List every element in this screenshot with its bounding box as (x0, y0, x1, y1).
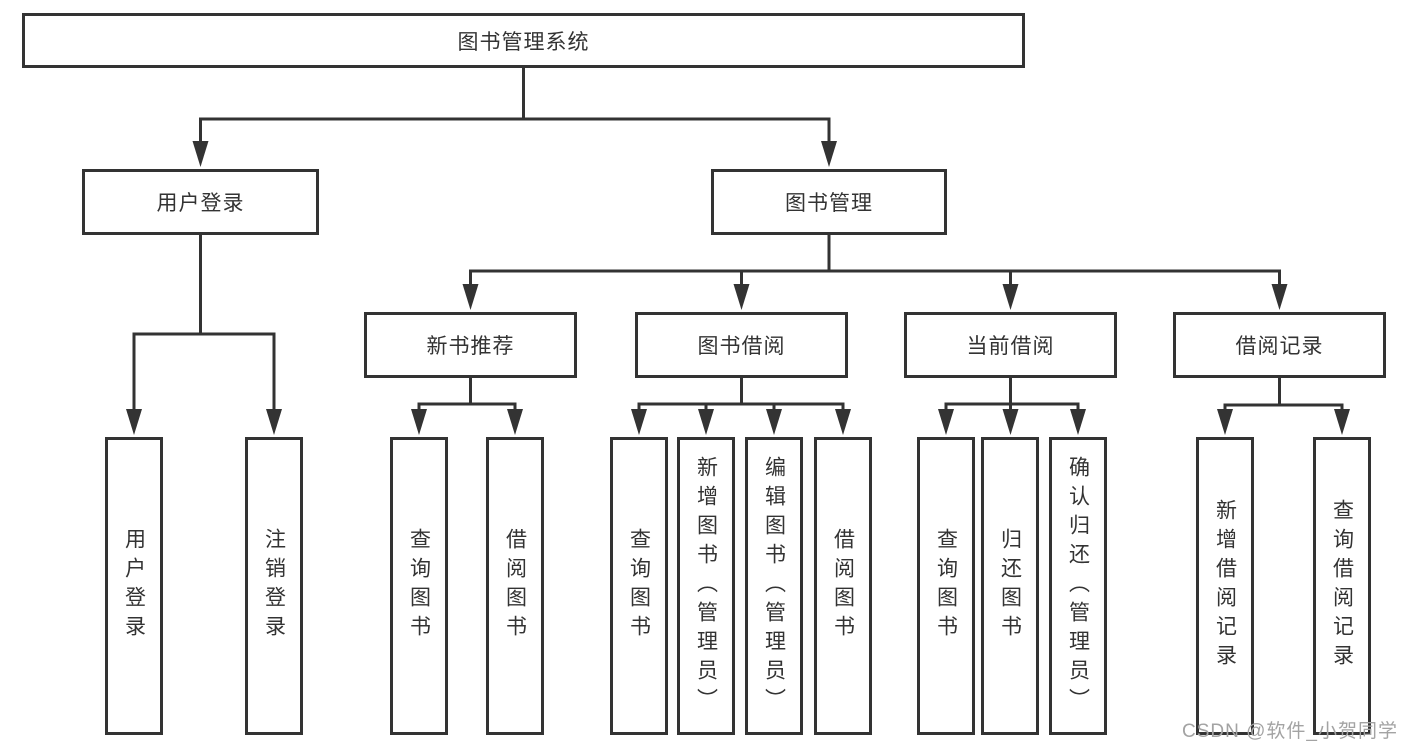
node-label: 图书借阅 (697, 335, 786, 358)
arrowhead (1070, 409, 1086, 435)
arrowhead (821, 141, 837, 167)
node-label: 查询图书 (934, 528, 958, 644)
node-leaf-query-book-current: 查询图书 (917, 437, 975, 735)
arrowhead (266, 409, 282, 435)
connector-book-borrow-group (637, 378, 845, 413)
node-label: 用户登录 (156, 192, 245, 215)
node-label: 注销登录 (262, 528, 286, 644)
arrowhead (1334, 409, 1350, 435)
node-new-book-recommend: 新书推荐 (364, 312, 577, 378)
node-label: 当前借阅 (966, 335, 1055, 358)
node-label: 确认归还（管理员） (1066, 455, 1090, 717)
arrowhead (192, 141, 209, 167)
node-leaf-borrow-book-recommend: 借阅图书 (486, 437, 544, 735)
arrowhead (126, 409, 142, 435)
connector-current-borrow-group (944, 378, 1080, 413)
node-label: 查询借阅记录 (1330, 499, 1354, 673)
node-label: 借阅图书 (503, 528, 527, 644)
arrowhead (835, 409, 851, 435)
arrowhead (733, 284, 750, 310)
node-label: 归还图书 (998, 528, 1022, 644)
connector-user-login-group (132, 235, 276, 413)
node-label: 图书管理系统 (457, 30, 590, 54)
node-leaf-add-book-admin: 新增图书（管理员） (677, 437, 735, 735)
arrowhead (507, 409, 523, 435)
node-label: 借阅图书 (831, 528, 855, 644)
connector-book-mgmt-to-level3 (469, 235, 1281, 288)
connector-new-book-group (417, 378, 517, 413)
arrowhead (631, 409, 647, 435)
arrowhead (462, 284, 479, 310)
node-label: 新增借阅记录 (1213, 499, 1237, 673)
node-book-management: 图书管理 (711, 169, 947, 235)
node-leaf-edit-book-admin: 编辑图书（管理员） (745, 437, 803, 735)
arrowhead (766, 409, 782, 435)
node-label: 查询图书 (407, 528, 431, 644)
arrowhead (1002, 284, 1019, 310)
node-leaf-borrow-book: 借阅图书 (814, 437, 872, 735)
arrowhead (1002, 409, 1019, 435)
node-leaf-add-borrow-record: 新增借阅记录 (1196, 437, 1254, 735)
node-leaf-query-book-borrow: 查询图书 (610, 437, 668, 735)
node-label: 新增图书（管理员） (694, 455, 718, 717)
node-label: 用户登录 (122, 528, 146, 644)
arrowhead (1271, 284, 1288, 310)
connector-root-to-level2 (199, 68, 831, 146)
node-root: 图书管理系统 (22, 13, 1025, 68)
node-label: 图书管理 (785, 192, 873, 215)
node-leaf-query-borrow-record: 查询借阅记录 (1313, 437, 1371, 735)
node-label: 编辑图书（管理员） (762, 455, 786, 717)
connector-borrow-record-group (1223, 378, 1344, 413)
node-leaf-return-book: 归还图书 (981, 437, 1039, 735)
arrowhead (1217, 409, 1233, 435)
node-leaf-confirm-return-admin: 确认归还（管理员） (1049, 437, 1107, 735)
node-leaf-query-book-recommend: 查询图书 (390, 437, 448, 735)
node-label: 新书推荐 (426, 335, 515, 358)
node-label: 借阅记录 (1235, 335, 1324, 358)
arrowhead (698, 409, 714, 435)
node-book-borrow: 图书借阅 (635, 312, 848, 378)
node-current-borrow: 当前借阅 (904, 312, 1117, 378)
node-leaf-logout: 注销登录 (245, 437, 303, 735)
node-borrow-records: 借阅记录 (1173, 312, 1386, 378)
node-user-login: 用户登录 (82, 169, 319, 235)
node-label: 查询图书 (627, 528, 651, 644)
arrowhead (411, 409, 427, 435)
node-leaf-user-login: 用户登录 (105, 437, 163, 735)
arrowhead (938, 409, 954, 435)
